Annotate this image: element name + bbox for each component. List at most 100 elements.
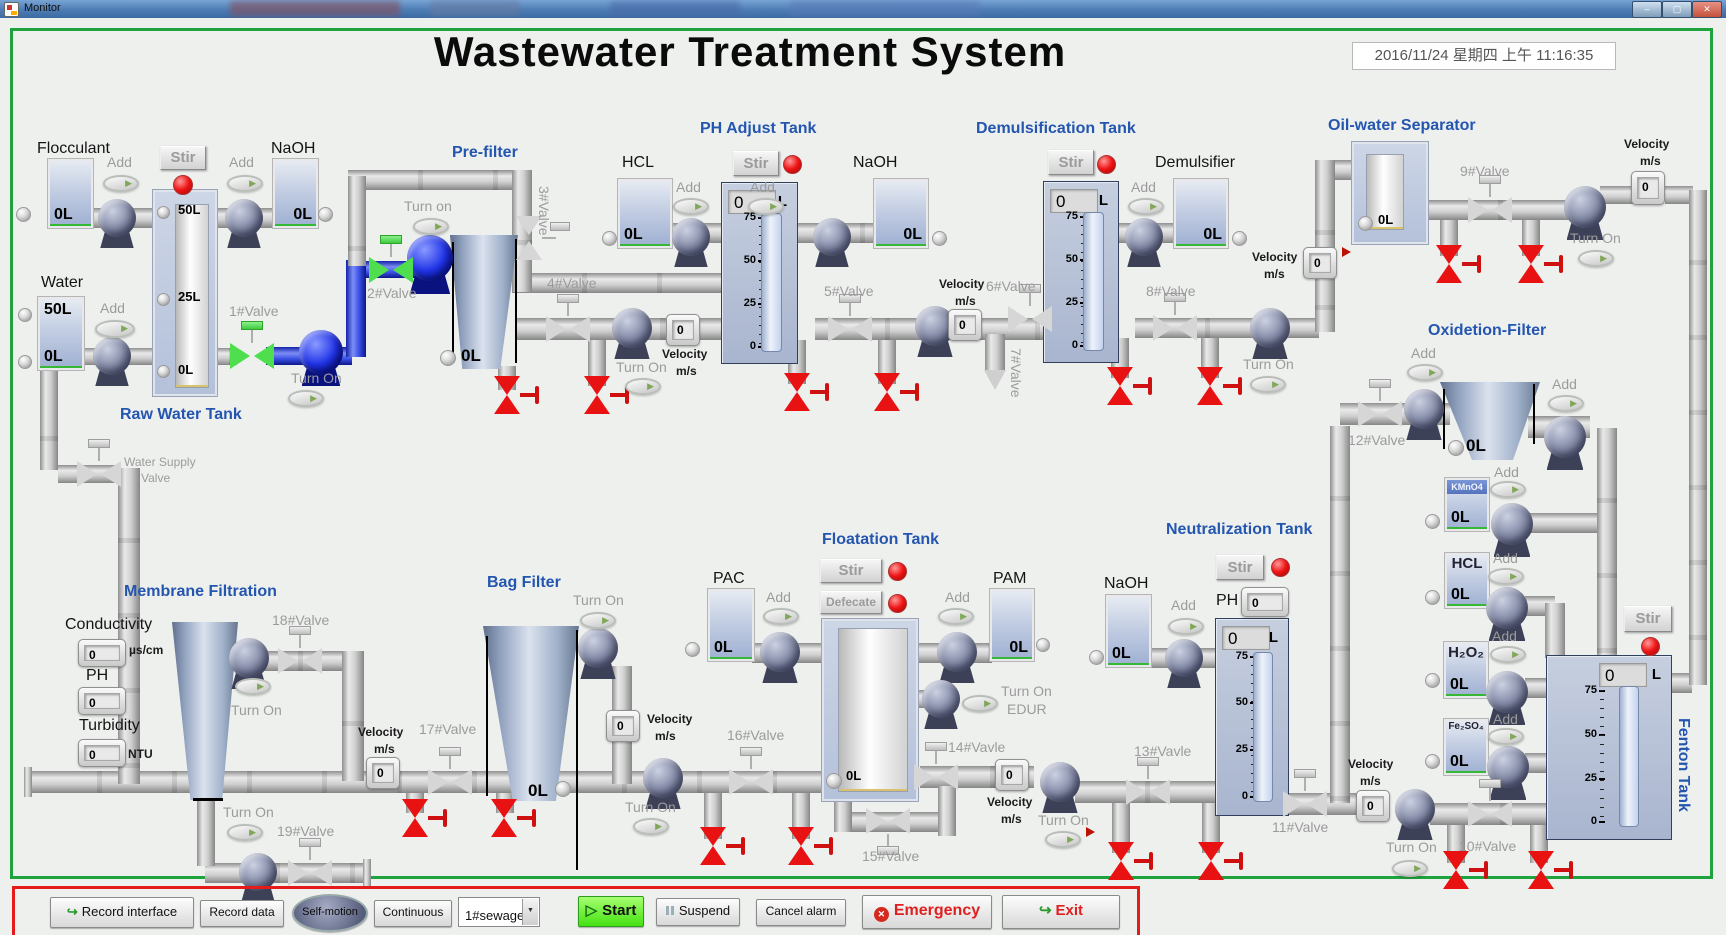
action-button[interactable]: ▶ [962,695,998,712]
action-button[interactable]: ▶ [1168,618,1204,635]
action-button[interactable]: ▶ [1578,250,1614,267]
valve[interactable] [288,838,332,886]
pump[interactable] [1564,186,1606,240]
valve[interactable] [1008,284,1052,332]
valve[interactable] [1468,175,1512,223]
action-button[interactable]: ▶ [673,198,709,215]
action-button[interactable]: ▶ [1488,568,1524,585]
pump[interactable] [1250,308,1290,359]
valve[interactable] [1358,379,1402,427]
pump[interactable] [1487,746,1529,800]
valve[interactable] [828,294,872,342]
stir-button[interactable]: Stir [1216,555,1264,580]
valve[interactable] [77,439,121,487]
drain-valve[interactable] [402,798,447,838]
action-button[interactable]: ▶ [103,175,139,192]
action-button[interactable]: ▶ [288,390,324,407]
cancel-alarm-button[interactable]: Cancel alarm [756,899,846,926]
pump[interactable] [643,758,683,809]
pump[interactable] [578,628,618,679]
pump[interactable] [1395,789,1435,840]
action-button[interactable]: ▶ [1548,395,1584,412]
exit-button[interactable]: ↪Exit [1002,895,1120,929]
stir-button[interactable]: Stir [1624,606,1672,632]
stir-button[interactable]: Stir [733,151,779,176]
action-button[interactable]: ▶ [748,198,784,215]
defecate-button[interactable]: Defecate [820,591,882,614]
drain-valve[interactable] [874,372,919,412]
action-button[interactable]: ▶ [1045,831,1081,848]
start-button[interactable]: ▷Start [578,896,644,927]
action-button[interactable]: ▶ [95,320,135,338]
action-button[interactable]: ▶ [625,378,661,395]
drain-valve[interactable] [788,826,833,866]
valve[interactable] [428,747,472,795]
valve[interactable] [516,216,570,260]
valve[interactable] [866,808,910,855]
drain-valve[interactable] [784,372,829,412]
pump[interactable] [1544,416,1586,470]
action-button[interactable]: ▶ [763,608,799,625]
self-motion-button[interactable]: Self-motion [292,894,368,932]
action-button[interactable]: ▶ [1392,860,1428,877]
drain-valve[interactable] [1518,244,1563,284]
drain-valve[interactable] [491,798,536,838]
action-button[interactable]: ▶ [633,818,669,835]
stir-button[interactable]: Stir [1048,150,1094,175]
stir-button[interactable]: Stir [820,559,882,583]
valve[interactable] [546,294,590,342]
maximize-button[interactable]: ▢ [1662,1,1692,18]
pump[interactable] [225,199,263,248]
action-button[interactable]: ▶ [227,175,263,192]
action-button[interactable]: ▶ [235,678,271,695]
emergency-button[interactable]: ✕Emergency [862,895,992,929]
pump[interactable] [98,199,136,248]
drain-valve[interactable] [1197,366,1242,406]
valve[interactable] [369,235,413,283]
pump[interactable] [672,218,710,267]
dropdown-arrow-icon[interactable]: ▼ [522,899,538,925]
drain-valve[interactable] [700,826,745,866]
action-button[interactable]: ▶ [1490,646,1526,663]
record-data-button[interactable]: Record data [200,900,284,927]
action-button[interactable]: ▶ [1250,376,1286,393]
pump[interactable] [1404,389,1444,440]
valve[interactable] [278,626,322,674]
close-button[interactable]: ✕ [1692,1,1722,18]
drain-valve[interactable] [1107,366,1152,406]
stir-button[interactable]: Stir [160,146,206,170]
pump[interactable] [937,632,977,683]
drain-valve[interactable] [1528,850,1573,890]
pump[interactable] [1486,587,1528,641]
valve[interactable] [1153,293,1197,341]
valve[interactable] [914,742,958,790]
pump[interactable] [1125,218,1163,267]
pump[interactable] [1486,671,1528,725]
valve[interactable] [1468,779,1512,827]
pump[interactable] [93,337,131,386]
pump[interactable] [813,218,851,267]
action-button[interactable]: ▶ [1488,728,1524,745]
action-button[interactable]: ▶ [1490,481,1526,498]
drain-valve[interactable] [1436,244,1481,284]
drain-valve[interactable] [1443,850,1488,890]
drain-valve[interactable] [1108,841,1153,881]
continuous-button[interactable]: Continuous [374,900,452,927]
action-button[interactable]: ▶ [413,218,449,235]
drain-valve[interactable] [584,375,629,415]
pump[interactable] [922,680,960,729]
suspend-button[interactable]: Suspend [656,898,740,926]
pump[interactable] [239,853,277,902]
pump[interactable] [760,632,800,683]
pump[interactable] [1040,762,1080,813]
sewage-select-button[interactable]: 1#sewage▼ [458,897,540,927]
action-button[interactable]: ▶ [580,612,616,629]
action-button[interactable]: ▶ [938,608,974,625]
pump[interactable] [1165,639,1203,688]
valve[interactable] [1126,757,1170,805]
pump[interactable] [612,308,652,359]
record-interface-button[interactable]: ↪Record interface [50,897,194,928]
pump[interactable] [1491,503,1533,557]
drain-valve[interactable] [494,375,539,415]
drain-valve[interactable] [1198,841,1243,881]
